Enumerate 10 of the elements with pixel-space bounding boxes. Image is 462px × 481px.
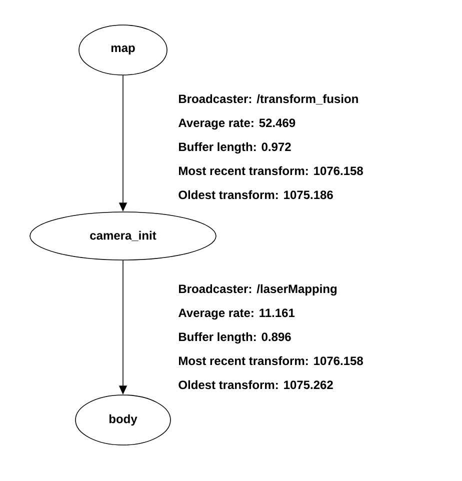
edge-label: Broadcaster: /transform_fusion (179, 94, 358, 104)
info-text: Buffer length: 0.972 (179, 142, 291, 154)
info-text: Average rate: 11.161 (178, 308, 295, 320)
info-text: Oldest transform: 1075.186 (178, 190, 333, 200)
info-text: Oldest transform: 1075.262 (178, 380, 333, 390)
edge-label: Broadcaster: /laserMapping (179, 284, 337, 296)
info-text: Most recent transform: 1076.158 (179, 356, 363, 366)
info-text: Most recent transform: 1076.158 (179, 166, 363, 176)
info-text: Buffer length: 0.896 (179, 332, 291, 344)
info-text: Average rate: 52.469 (178, 118, 296, 130)
